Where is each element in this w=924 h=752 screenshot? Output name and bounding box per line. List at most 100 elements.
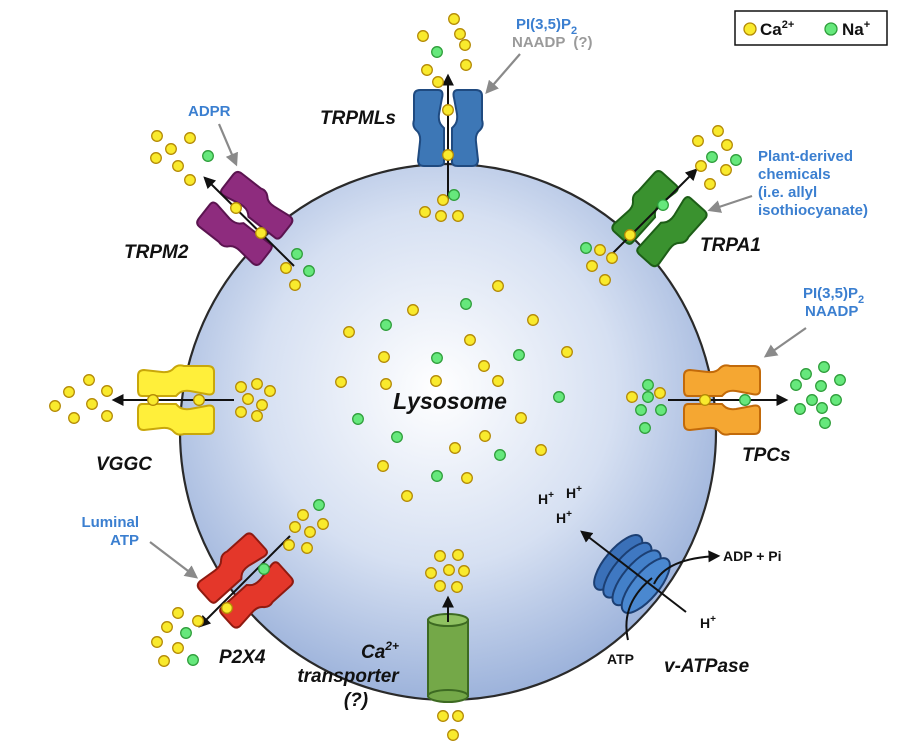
- svg-text:isothiocyanate): isothiocyanate): [758, 202, 868, 219]
- calcium-ion: [235, 381, 247, 393]
- calcium-ion: [251, 378, 263, 390]
- calcium-ion: [654, 387, 666, 399]
- calcium-ion: [430, 375, 442, 387]
- calcium-ion: [280, 262, 292, 274]
- calcium-ion: [235, 406, 247, 418]
- calcium-ion: [451, 581, 463, 593]
- calcium-ion: [454, 28, 466, 40]
- sodium-ion: [431, 46, 443, 58]
- ca-transporter-label: Ca2+ transporter (?): [297, 639, 400, 711]
- calcium-ion: [712, 125, 724, 137]
- calcium-ion: [49, 400, 61, 412]
- sodium-ion: [730, 154, 742, 166]
- calcium-ion: [695, 160, 707, 172]
- trpm2-label: TRPM2: [124, 242, 189, 263]
- calcium-ion: [421, 64, 433, 76]
- calcium-ion: [230, 202, 242, 214]
- calcium-ion: [464, 334, 476, 346]
- legend-ca-ion-icon: [743, 22, 757, 36]
- calcium-ion: [158, 655, 170, 667]
- calcium-ion: [452, 210, 464, 222]
- svg-text:H+: H+: [538, 490, 554, 507]
- calcium-ion: [437, 194, 449, 206]
- calcium-ion: [432, 76, 444, 88]
- calcium-ion: [343, 326, 355, 338]
- sodium-ion: [800, 368, 812, 380]
- p2x4-label: P2X4: [219, 647, 266, 668]
- sodium-ion: [642, 391, 654, 403]
- sodium-ion: [655, 404, 667, 416]
- calcium-ion: [699, 394, 711, 406]
- calcium-ion: [172, 642, 184, 654]
- sodium-ion: [180, 627, 192, 639]
- calcium-ion: [721, 139, 733, 151]
- calcium-ion: [443, 564, 455, 576]
- calcium-ion: [599, 274, 611, 286]
- svg-text:Ca2+: Ca2+: [361, 639, 399, 663]
- calcium-ion: [594, 244, 606, 256]
- calcium-ion: [720, 164, 732, 176]
- calcium-ion: [452, 710, 464, 722]
- calcium-ion: [527, 314, 539, 326]
- calcium-ion: [193, 394, 205, 406]
- svg-text:Plant-derived: Plant-derived: [758, 148, 853, 165]
- calcium-ion: [479, 430, 491, 442]
- calcium-ion: [378, 351, 390, 363]
- calcium-ion: [458, 565, 470, 577]
- calcium-ion: [304, 526, 316, 538]
- svg-text:Luminal: Luminal: [81, 514, 139, 531]
- calcium-ion: [434, 580, 446, 592]
- sodium-ion: [819, 417, 831, 429]
- tpc-label: TPCs: [742, 445, 791, 466]
- calcium-ion: [101, 410, 113, 422]
- legend-ca-label: Ca2+: [760, 19, 794, 39]
- vatpase-proton-labels: H+ H+ H+ H+: [538, 484, 716, 631]
- svg-text:H+: H+: [556, 509, 572, 526]
- calcium-ion: [535, 444, 547, 456]
- sodium-ion: [790, 379, 802, 391]
- calcium-ion: [437, 710, 449, 722]
- calcium-ion: [289, 279, 301, 291]
- calcium-ion: [624, 229, 636, 241]
- tpc-regulator-naadp: NAADP: [805, 303, 858, 320]
- legend-na-ion-icon: [824, 22, 838, 36]
- sodium-ion: [313, 499, 325, 511]
- calcium-ion: [101, 385, 113, 397]
- calcium-ion: [586, 260, 598, 272]
- calcium-ion: [492, 375, 504, 387]
- sodium-ion: [303, 265, 315, 277]
- trpml-regulator-naadp: NAADP (?): [512, 34, 593, 51]
- lysosome-label: Lysosome: [393, 388, 507, 414]
- legend-na-label: Na+: [842, 19, 870, 39]
- sodium-ion: [513, 349, 525, 361]
- sodium-ion: [830, 394, 842, 406]
- calcium-ion: [301, 542, 313, 554]
- calcium-ion: [63, 386, 75, 398]
- sodium-ion: [431, 352, 443, 364]
- sodium-ion: [258, 563, 270, 575]
- calcium-ion: [407, 304, 419, 316]
- sodium-ion: [460, 298, 472, 310]
- calcium-ion: [435, 210, 447, 222]
- sodium-ion: [639, 422, 651, 434]
- calcium-ion: [461, 472, 473, 484]
- calcium-ion: [452, 549, 464, 561]
- sodium-ion: [815, 380, 827, 392]
- sodium-ion: [187, 654, 199, 666]
- calcium-ion: [192, 615, 204, 627]
- vatpase-label: v-ATPase: [664, 656, 750, 677]
- sodium-ion: [834, 374, 846, 386]
- calcium-ion: [151, 636, 163, 648]
- trpa1-regulator-text: Plant-derived chemicals (i.e. allyl isot…: [758, 148, 868, 219]
- calcium-ion: [401, 490, 413, 502]
- calcium-ion: [317, 518, 329, 530]
- calcium-ion: [492, 280, 504, 292]
- calcium-ion: [289, 521, 301, 533]
- calcium-ion: [692, 135, 704, 147]
- calcium-ion: [150, 152, 162, 164]
- calcium-ion: [459, 39, 471, 51]
- calcium-ion: [626, 391, 638, 403]
- calcium-ion: [442, 149, 454, 161]
- svg-text:H+: H+: [700, 614, 716, 631]
